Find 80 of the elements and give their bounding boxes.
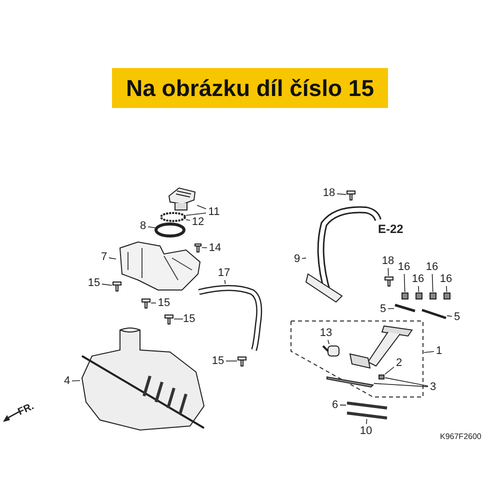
- leader-line: [388, 308, 394, 310]
- callout-number: 12: [190, 215, 206, 229]
- ring-drawing: [155, 223, 185, 237]
- nut-drawing: [429, 292, 437, 300]
- callout-number: 11: [206, 205, 222, 219]
- leader-line: [366, 418, 368, 424]
- callout-number: 3: [428, 380, 438, 394]
- bolt-drawing: [384, 276, 393, 286]
- gasket-drawing: [346, 412, 388, 419]
- callout-number: 16: [410, 272, 426, 286]
- callout-number: 15: [183, 312, 195, 326]
- callout-number: 16: [438, 272, 454, 286]
- callout-number: 6: [330, 398, 340, 412]
- nut-drawing: [415, 292, 423, 300]
- leader-line: [432, 274, 434, 292]
- bolt-drawing: [346, 190, 355, 200]
- callout-number: 8: [138, 219, 148, 233]
- callout-number: 16: [424, 260, 440, 274]
- plate-drawing: [326, 376, 374, 388]
- callout-number: 9: [292, 252, 302, 266]
- leader-line: [374, 383, 428, 388]
- callout-number: 13: [318, 326, 334, 340]
- leader-line: [148, 226, 156, 228]
- leader-line: [226, 360, 238, 362]
- nut-drawing: [443, 292, 451, 300]
- callout-number: 7: [99, 250, 109, 264]
- leader-line: [446, 286, 448, 292]
- leader-line: [108, 257, 116, 260]
- nut-drawing: [401, 292, 409, 300]
- bolt-drawing: [112, 281, 122, 291]
- callout-number: 15: [156, 296, 172, 310]
- stud-drawing: [394, 304, 416, 312]
- leader-line: [446, 315, 452, 317]
- callout-number: 18: [321, 186, 337, 200]
- leader-line: [336, 193, 346, 195]
- fuel-tank-drawing: [80, 326, 206, 432]
- leader-line: [102, 284, 112, 286]
- callout-number: 15: [210, 354, 226, 368]
- leader-line: [404, 274, 406, 292]
- seal-ring-drawing: [160, 212, 186, 222]
- callout-number: 5: [452, 310, 462, 324]
- callout-number: 2: [394, 356, 404, 370]
- callout-number: 14: [207, 241, 223, 255]
- leader-line: [388, 268, 389, 276]
- direction-label: FR.: [16, 401, 36, 418]
- leader-line: [174, 318, 184, 320]
- bolt-drawing: [141, 298, 151, 308]
- hose-drawing: [196, 284, 262, 352]
- callout-number: 18: [380, 254, 396, 268]
- bolt-drawing: [237, 356, 247, 366]
- fuel-filter-drawing: [322, 344, 340, 358]
- callout-number: 4: [62, 374, 72, 388]
- callout-number: 15: [86, 276, 102, 290]
- leader-line: [196, 204, 206, 210]
- leader-line: [328, 340, 330, 344]
- stud-drawing: [421, 309, 447, 319]
- leader-line: [384, 377, 428, 386]
- diagram-code: K967F2600: [440, 432, 482, 441]
- screw-drawing: [194, 243, 202, 252]
- leader-line: [202, 247, 208, 248]
- leader-line: [150, 302, 156, 304]
- leader-line: [224, 280, 226, 284]
- leader-line: [418, 286, 420, 292]
- leader-line: [72, 380, 80, 382]
- bolt-drawing: [164, 314, 174, 324]
- clip-drawing: [378, 374, 385, 380]
- callout-number: 17: [216, 266, 232, 280]
- reference-code: E-22: [378, 222, 404, 236]
- callout-number: 16: [396, 260, 412, 274]
- leader-line: [302, 258, 306, 259]
- leader-line: [384, 366, 394, 375]
- gasket-drawing: [346, 402, 388, 409]
- callout-number: 10: [358, 424, 374, 438]
- leader-line: [186, 219, 190, 221]
- callout-number: 1: [434, 344, 444, 358]
- title-banner: Na obrázku díl číslo 15: [112, 68, 388, 108]
- leader-line: [186, 212, 206, 216]
- leader-line: [424, 351, 434, 353]
- leader-line: [340, 404, 346, 406]
- callout-number: 5: [378, 302, 388, 316]
